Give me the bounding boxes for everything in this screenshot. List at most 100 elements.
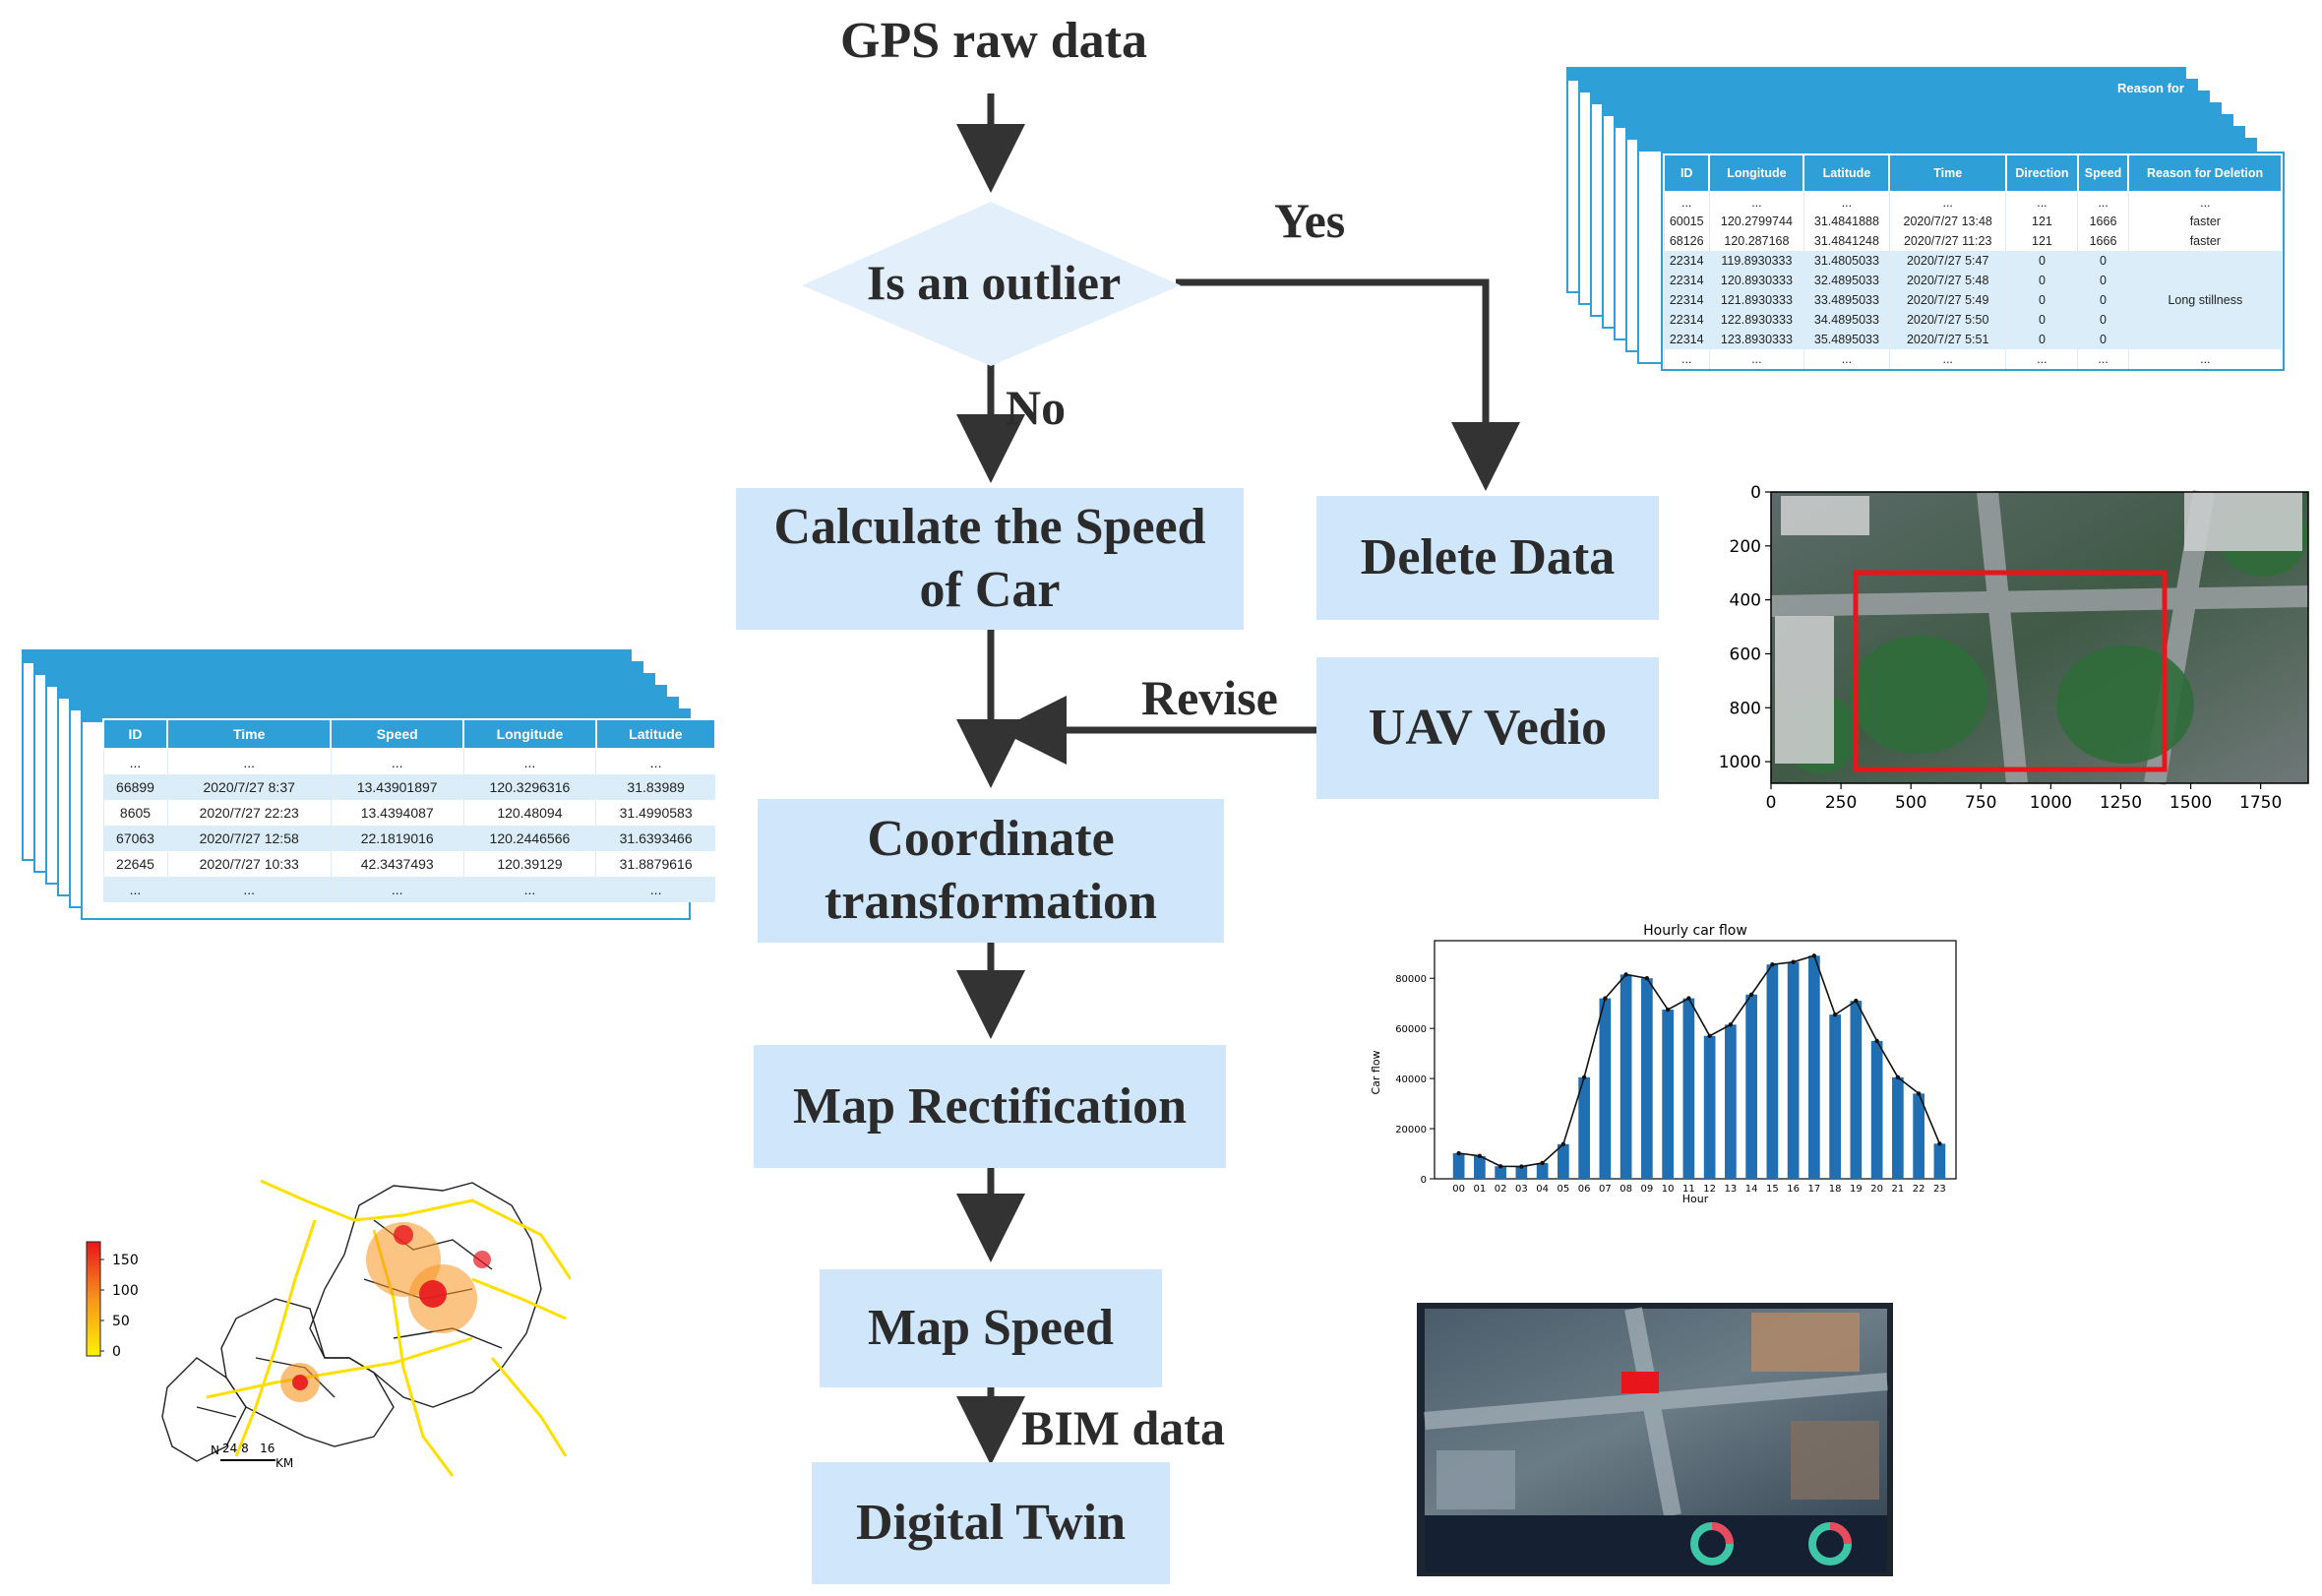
- table-cell: 2020/7/27 10:33: [166, 851, 332, 877]
- table-row: .....................: [1663, 349, 2282, 369]
- table-cell: 67063: [102, 826, 167, 851]
- chart-line-point: [1895, 1074, 1901, 1080]
- chart-line-point: [1854, 998, 1859, 1004]
- table-cell: 31.8879616: [595, 851, 715, 877]
- table-cell: 13.4394087: [330, 800, 464, 826]
- chart-bar: [1619, 974, 1632, 1179]
- table-cell: 2020/7/27 5:50: [1888, 310, 2006, 330]
- chart-line-point: [1916, 1091, 1922, 1096]
- table-cell: ...: [330, 877, 464, 902]
- table-cell: 122.8930333: [1708, 310, 1804, 330]
- table-cell: faster: [2127, 212, 2282, 231]
- table-cell: 22314: [1663, 271, 1710, 290]
- y-tick-label: 400: [1730, 591, 1761, 611]
- chart-x-tick-label: 03: [1515, 1184, 1528, 1195]
- chart-line-point: [1456, 1150, 1461, 1156]
- chart-line-point: [1519, 1164, 1524, 1169]
- table-cell: 0: [2005, 310, 2078, 330]
- table-cell: ...: [330, 749, 464, 774]
- table-cell: 2020/7/27 5:47: [1888, 251, 2006, 271]
- chart-bar: [1850, 1001, 1863, 1179]
- heat-legend-bar: [86, 1241, 101, 1357]
- chart-x-tick-label: 08: [1619, 1184, 1632, 1195]
- table-header-cell: ID: [1662, 153, 1711, 193]
- bim-label: BIM data: [1021, 1400, 1225, 1455]
- chart-bar: [1599, 998, 1612, 1179]
- table-cell: ...: [595, 749, 715, 774]
- digital-twin-screenshot: [1417, 1303, 1893, 1576]
- delete-data-label: Delete Data: [1360, 529, 1616, 585]
- table-cell: 31.4841248: [1803, 231, 1890, 251]
- decision-label: Is an outlier: [866, 255, 1122, 310]
- table-cell: ...: [166, 749, 332, 774]
- table-cell: 120.39129: [462, 851, 596, 877]
- table-cell: 13.43901897: [330, 774, 464, 800]
- table-header-cell: Longitude: [462, 718, 597, 750]
- chart-x-tick-label: 20: [1870, 1184, 1883, 1195]
- chart-line-point: [1497, 1164, 1503, 1169]
- chart-line-point: [1728, 1022, 1734, 1027]
- twin-buildings: [1436, 1313, 1879, 1509]
- table-row: ...............: [102, 749, 715, 774]
- chart-bar: [1641, 978, 1653, 1179]
- chart-bar: [1536, 1162, 1549, 1179]
- table-cell: faster: [2127, 231, 2282, 251]
- chart-bar: [1703, 1035, 1716, 1179]
- uav-video-box: UAV Vedio: [1316, 657, 1659, 799]
- chart-line-point: [1937, 1141, 1942, 1146]
- table-cell: 0: [2077, 310, 2129, 330]
- chart-line-point: [1874, 1038, 1879, 1044]
- chart-x-tick-label: 15: [1766, 1184, 1779, 1195]
- table-cell: 22314: [1663, 290, 1710, 310]
- table-cell: 60015: [1663, 212, 1710, 231]
- chart-line-point: [1707, 1033, 1712, 1038]
- twin-dashboard-panel: [1425, 1515, 1887, 1572]
- table-cell: ...: [2005, 192, 2078, 212]
- chart-bar: [1662, 1010, 1674, 1179]
- table-cell: 120.3296316: [462, 774, 596, 800]
- twin-gauge-1-accent: [1711, 1522, 1734, 1545]
- chart-line-point: [1540, 1160, 1545, 1166]
- table-cell: 31.83989: [595, 774, 715, 800]
- x-tick-label: 1250: [2100, 793, 2142, 813]
- table-cell: 68126: [1663, 231, 1710, 251]
- table-cell: 0: [2005, 290, 2078, 310]
- revise-label: Revise: [1141, 670, 1278, 725]
- map-speed-label: Map Speed: [868, 1300, 1114, 1356]
- table-cell: 2020/7/27 11:23: [1888, 231, 2006, 251]
- table-header-cell: Longitude: [1708, 153, 1805, 193]
- chart-bar: [1913, 1093, 1925, 1179]
- table-cell: 120.2799744: [1708, 212, 1804, 231]
- heat-tick-label: 100: [112, 1283, 139, 1299]
- table-cell: [2127, 330, 2282, 349]
- table-cell: 31.6393466: [595, 826, 715, 851]
- chart-bar: [1515, 1166, 1528, 1179]
- heat-tick-label: 0: [112, 1344, 121, 1360]
- uav-video-label: UAV Vedio: [1368, 700, 1608, 756]
- table-cell: 35.4895033: [1803, 330, 1890, 349]
- chart-bar: [1682, 998, 1695, 1179]
- x-tick-label: 500: [1895, 793, 1926, 813]
- table-cell: 2020/7/27 8:37: [166, 774, 332, 800]
- chart-y-tick-label: 60000: [1395, 1024, 1427, 1035]
- table-cell: ...: [2005, 349, 2078, 369]
- twin-roads: [1424, 1307, 1888, 1517]
- table-cell: 2020/7/27 12:58: [166, 826, 332, 851]
- table-cell: [2127, 271, 2282, 290]
- table-cell: 120.287168: [1708, 231, 1804, 251]
- table-cell: 66899: [102, 774, 167, 800]
- chart-x-tick-label: 05: [1558, 1184, 1570, 1195]
- chart-bar: [1745, 994, 1757, 1179]
- table-cell: ...: [1663, 192, 1710, 212]
- uav-detection-box: [1853, 570, 2168, 772]
